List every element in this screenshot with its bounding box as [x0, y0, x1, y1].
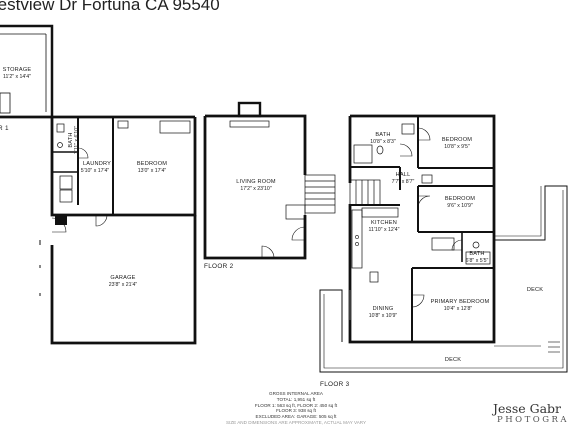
door-swing	[51, 217, 67, 233]
closet	[431, 237, 455, 251]
closet	[285, 204, 306, 220]
shower	[465, 251, 491, 265]
stove-burner	[355, 235, 359, 239]
photographer-logo: Jesse Gabr PHOTOGRA	[493, 402, 569, 425]
room-name-kitchen: KITCHEN	[371, 220, 397, 226]
deck-outline	[319, 185, 568, 373]
stove-burner	[355, 242, 359, 246]
door-swing	[399, 143, 413, 157]
bathtub	[353, 144, 373, 164]
fireplace-hearth	[229, 120, 270, 128]
room-name-living: LIVING ROOM	[236, 179, 276, 185]
room-name-deck-right: DECK	[527, 287, 543, 293]
door-swing	[451, 239, 463, 251]
kitchen-counter	[361, 207, 399, 218]
room-dim-laundry: 5'10" x 17'4"	[81, 168, 110, 174]
listing-address-title: restview Dr Fortuna CA 95540	[0, 0, 220, 14]
area-disclaimer: SIZE AND DIMENSIONS ARE APPROXIMATE, ACT…	[226, 419, 367, 425]
room-dim-storage: 11'2" x 14'4"	[3, 74, 31, 80]
room-dim-garage: 23'8" x 21'4"	[109, 282, 138, 288]
door-swing	[291, 226, 306, 241]
room-dim-bedroom-3: 9'6" x 10'9"	[447, 203, 473, 209]
room-dim-bedroom-2: 10'8" x 9'5"	[444, 144, 470, 150]
door-swing	[417, 195, 431, 209]
room-name-storage: STORAGE	[3, 67, 32, 73]
toilet-fixture	[57, 142, 63, 148]
room-dim-kitchen: 11'10" x 12'4"	[369, 227, 400, 233]
living-room-walls	[203, 116, 307, 260]
vanity	[401, 123, 415, 135]
room-name-bedroom-1: BEDROOM	[137, 161, 167, 167]
sink-fixture	[376, 145, 384, 155]
brand-tagline: PHOTOGRA	[497, 415, 570, 425]
dryer-fixture	[59, 189, 73, 203]
deck-railing	[494, 186, 542, 237]
area-excluded: EXCLUDED AREA: GARAGE: 505 sq ft	[255, 414, 337, 420]
room-name-hall: HALL	[396, 172, 411, 178]
area-heading: GROSS INTERNAL AREA	[269, 391, 323, 396]
floor-3-label: FLOOR 3	[320, 381, 350, 388]
storage-walls	[0, 24, 54, 117]
floor-2-label: FLOOR 2	[204, 263, 234, 270]
water-heater	[55, 215, 67, 225]
toilet-fixture	[472, 241, 480, 249]
room-name-bath-3: BATH	[469, 251, 484, 257]
living-room-walls	[205, 114, 307, 175]
chimney	[237, 101, 262, 118]
floor-3-outer-wall	[348, 204, 496, 344]
floor-3-plan	[319, 114, 568, 373]
room-name-bedroom-3: BEDROOM	[445, 196, 475, 202]
room-name-bedroom-2: BEDROOM	[442, 137, 472, 143]
floor-3-stair	[349, 179, 381, 206]
room-dim-dining: 10'8" x 10'9"	[369, 313, 398, 319]
bath-fixture	[56, 123, 65, 133]
room-dim-bedroom-1: 13'0" x 17'4"	[138, 168, 167, 174]
room-dim-primary-bedroom: 10'4" x 12'8"	[444, 306, 473, 312]
door-swing	[417, 127, 431, 141]
floor-2-stair	[304, 174, 336, 214]
room-name-bath-1: BATH	[68, 132, 74, 147]
room-name-primary-bedroom: PRIMARY BEDROOM	[431, 299, 490, 305]
closet-shelf	[117, 120, 129, 129]
room-name-dining: DINING	[373, 306, 394, 312]
floor-1-label: R 1	[0, 125, 9, 132]
door-swing	[411, 294, 425, 308]
door-swing	[95, 214, 108, 227]
kitchen-counter	[351, 209, 363, 269]
area-floors-1-2: FLOOR 1: 563 sq ft, FLOOR 2: 450 sq ft	[254, 402, 338, 408]
room-dim-bath-3: 6'8" x 5'5"	[466, 258, 489, 264]
door-swing	[77, 147, 89, 159]
area-total: TOTAL: 1,951 sq ft	[276, 396, 316, 402]
floor-3-outer-wall	[350, 114, 496, 240]
brand-name: Jesse Gabr	[493, 401, 562, 416]
closet	[421, 174, 433, 184]
room-dim-hall: 7'7" x 8'7"	[392, 179, 415, 185]
room-dim-bath-2: 10'8" x 8'3"	[370, 139, 396, 145]
washer-fixture	[59, 175, 73, 190]
area-summary: GROSS INTERNAL AREA TOTAL: 1,951 sq ft F…	[226, 391, 366, 426]
closet-shelf	[159, 120, 191, 134]
room-name-laundry: LAUNDRY	[83, 161, 111, 167]
room-dim-living: 17'2" x 23'10"	[240, 186, 271, 192]
deck-railing	[323, 190, 564, 369]
room-name-bath-2: BATH	[375, 132, 390, 138]
room-dim-bath-1: 3'11" x 6'10"	[74, 126, 80, 154]
room-name-garage: GARAGE	[110, 275, 135, 281]
area-floor-3: FLOOR 3: 938 sq ft	[276, 408, 316, 414]
kitchen-island	[369, 271, 379, 283]
room-name-deck-bottom: DECK	[445, 357, 461, 363]
door-swing	[261, 245, 275, 259]
floor-1-plan	[0, 24, 197, 345]
floor-2-plan	[203, 101, 336, 260]
room-labels: STORAGE 11'2" x 14'4" BATH 3'11" x 6'10"…	[3, 67, 543, 363]
storage-step	[0, 92, 11, 114]
